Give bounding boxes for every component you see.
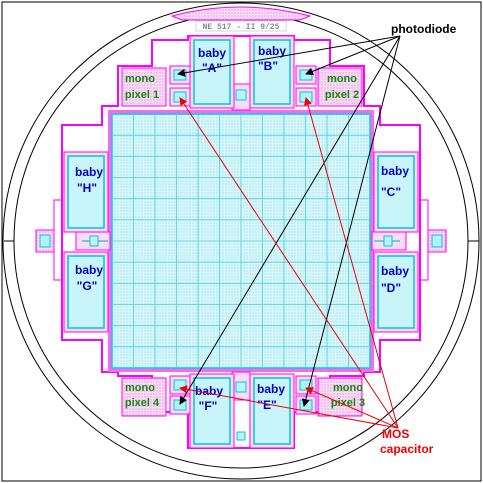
mono-4-label-line1: mono — [125, 382, 155, 394]
connector-left — [75, 231, 111, 251]
baby-b-label-line2: "B" — [258, 59, 278, 73]
array-grid — [112, 114, 370, 368]
baby-block-H: baby "H" — [63, 151, 109, 233]
baby-g-label-line1: baby — [75, 263, 103, 277]
mono-1-label-line1: mono — [125, 73, 155, 85]
baby-f-label-line1: baby — [195, 384, 223, 398]
mos-label: MOS — [382, 427, 409, 441]
mono-pixel-4: mono pixel 4 — [121, 375, 191, 417]
left-side-pad — [35, 199, 63, 281]
baby-d-label-line2: "D" — [381, 281, 401, 295]
photodiode-arrows — [177, 35, 401, 407]
baby-g-label-line2: "G" — [77, 279, 98, 293]
photodiode-label: photodiode — [391, 22, 457, 36]
baby-block-D: baby "D" — [373, 251, 419, 333]
baby-c-label-line2: "C" — [381, 185, 401, 199]
baby-h-label-line2: "H" — [77, 181, 97, 195]
baby-block-E: baby "E" — [249, 373, 295, 449]
baby-e-label-line1: baby — [257, 382, 285, 396]
baby-b-label-line1: baby — [258, 44, 286, 58]
top-bond-area — [170, 6, 312, 21]
chip-title-plate — [195, 20, 287, 32]
connector-right — [371, 231, 407, 251]
capacitor-label: capacitor — [380, 442, 434, 456]
chip-title: NE 517 - II 9/25 — [203, 23, 280, 32]
baby-e-label-line2: "E" — [257, 398, 276, 412]
mono-2-label-line2: pixel 2 — [325, 89, 359, 101]
connector-top — [231, 83, 251, 111]
baby-block-B: baby "B" — [249, 35, 295, 109]
mos-capacitor-arrows — [179, 97, 399, 429]
mono-2-label-line1: mono — [327, 73, 357, 85]
right-side-pad — [419, 199, 447, 281]
baby-h-label-line1: baby — [75, 165, 103, 179]
mono-3-label-line2: pixel 3 — [331, 397, 365, 409]
baby-d-label-line1: baby — [381, 264, 409, 278]
connector-bottom — [231, 371, 251, 441]
mono-pixel-2: mono pixel 2 — [295, 65, 363, 107]
baby-block-F: baby "F" — [189, 373, 235, 449]
baby-block-A: baby "A" — [189, 35, 235, 109]
mono-3-label-line1: mono — [333, 382, 363, 394]
mono-4-label-line2: pixel 4 — [125, 397, 160, 409]
baby-block-C: baby "C" — [373, 151, 419, 233]
baby-c-label-line1: baby — [381, 164, 409, 178]
baby-a-label-line1: baby — [198, 46, 226, 60]
mono-1-label-line2: pixel 1 — [125, 89, 159, 101]
baby-block-G: baby "G" — [63, 251, 109, 333]
baby-f-label-line2: "F" — [199, 399, 218, 413]
mono-pixel-1: mono pixel 1 — [121, 65, 191, 107]
